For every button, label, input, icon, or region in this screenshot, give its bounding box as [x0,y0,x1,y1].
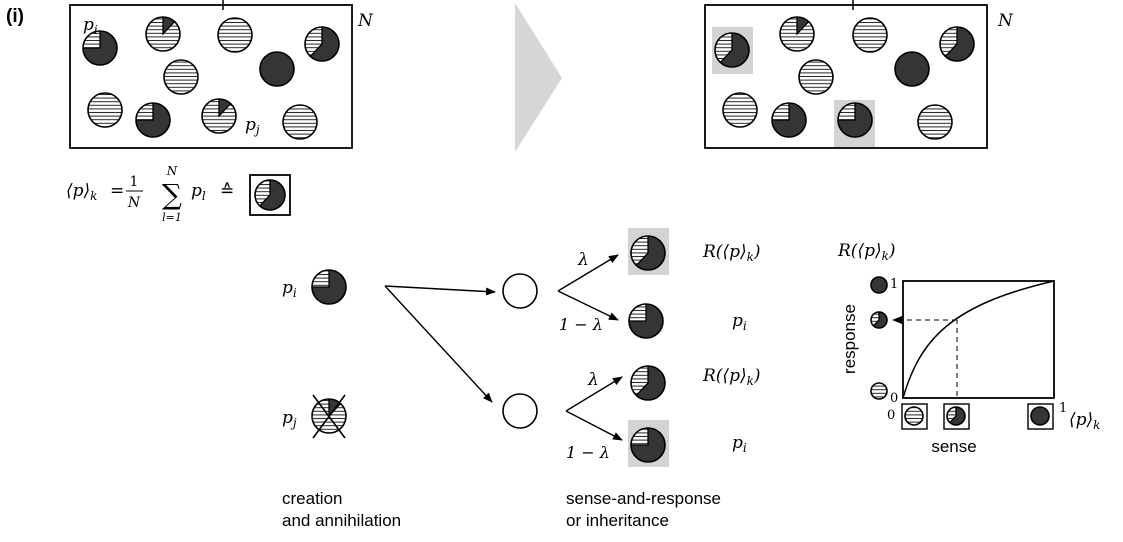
mean-cell-icon [254,179,286,211]
population-cell-after-6 [722,92,758,128]
population-cell-0 [82,30,118,66]
population-box-after: N [704,0,1014,149]
mean-cell [254,179,286,211]
branch-lambda-bottom [565,376,623,412]
label-pj: pj [245,115,260,137]
population-cell-after-8 [837,102,873,138]
one-minus-lambda-top: 1 − λ [559,315,603,334]
outcome-cell-top-inherit [628,303,664,339]
plot-marker-cells [870,276,1050,426]
cell-pi [311,269,347,305]
y-tick-low: 0 [890,391,898,406]
outcome-cells [628,235,666,463]
x-marker-partial [946,406,966,426]
cell-group-after [714,16,975,140]
outcome-response-bottom: R(⟨p⟩k) [702,366,761,388]
mean-cell-box [249,174,291,216]
panel-label: (i) [6,6,24,27]
population-size-label-after: N [997,11,1014,31]
svg-text:1: 1 [130,174,139,190]
outcome-cell-bottom-inherit [630,427,666,463]
svg-text:N: N [166,164,178,178]
label-pi: pi [83,15,98,37]
population-cell-after-9 [917,104,953,140]
population-cell-after-3 [939,26,975,62]
x-variable-label: ⟨p⟩k [1069,410,1100,432]
arrow-to-empty-top [384,285,496,296]
population-cell-after-2 [852,17,888,53]
plot-xlabel: sense [931,437,976,456]
x-tick-box-partial [943,403,970,430]
plot-frame [902,280,1055,399]
caption-creation-line1: creation [282,489,342,508]
svg-text:≙: ≙ [220,181,234,201]
outcome-pi-bottom: pi [732,433,747,455]
x-tick-box-full [1027,403,1054,430]
caption-sense-line2: or inheritance [566,511,669,530]
process-diagram: pi pj λ 1 − λ λ 1 − λ R(⟨p⟩k) pi R(⟨p⟩k)… [282,228,761,467]
x-tick-high: 1 [1059,401,1067,416]
lambda-bottom: λ [587,370,599,390]
svg-text:N: N [127,195,141,211]
branch-oneminus-top [557,290,619,321]
svg-text:⟨p⟩k: ⟨p⟩k [66,181,97,203]
x-marker-empty [904,406,924,426]
branch-lambda-top [557,254,619,292]
y-marker-full [870,276,888,294]
outcome-response-top: R(⟨p⟩k) [702,242,761,264]
transition-arrow-shape [515,3,562,152]
plot-title: R(⟨p⟩k) [837,241,896,263]
population-cell-after-7 [771,102,807,138]
x-tick-low: 0 [887,408,895,423]
cell-pi-icon [311,269,347,305]
population-size-label: N [357,11,374,31]
caption-creation-line2: and annihilation [282,511,401,530]
mean-formula: ⟨p⟩k = 1 N N ∑ l=1 pl ≙ [66,164,291,224]
population-cell-9 [282,104,318,140]
x-marker-full [1030,406,1050,426]
population-cell-after-1 [779,16,815,52]
outcome-pi-top: pi [732,311,747,333]
population-cell-after-0 [714,32,750,68]
plot-ylabel: response [840,304,859,374]
process-pj: pj [282,408,297,430]
y-tick-high: 1 [890,277,898,292]
response-curve [902,280,1055,399]
svg-text:∑: ∑ [162,178,182,211]
response-plot: R(⟨p⟩k) response sense 1 0 0 1 ⟨p⟩k [837,241,1100,456]
arrow-to-empty-bottom [384,285,493,403]
y-marker-partial [870,311,888,329]
x-tick-box-empty [901,403,928,430]
population-cell-3 [304,26,340,62]
population-cell-1 [145,16,181,52]
one-minus-lambda-bottom: 1 − λ [566,443,610,462]
population-cell-after-4 [798,59,834,95]
population-cell-after-5 [894,51,930,87]
svg-text:pl: pl [191,181,206,203]
y-marker-empty [870,382,888,400]
branch-oneminus-bottom [565,410,623,441]
population-box-before: pi pj N [69,0,374,149]
svg-text:l=1: l=1 [162,211,182,224]
lambda-top: λ [577,250,589,270]
svg-text:=: = [110,181,124,201]
population-cell-7 [135,102,171,138]
empty-cell-top [502,273,538,309]
process-pi: pi [282,278,297,300]
population-cell-4 [163,59,199,95]
cell-group-before [82,16,340,140]
population-cell-6 [87,92,123,128]
population-cell-2 [217,17,253,53]
outcome-cell-top-response [630,235,666,271]
population-cell-5 [259,51,295,87]
outcome-cell-bottom-response [630,365,666,401]
population-cell-8 [201,98,237,134]
empty-cell-bottom [502,393,538,429]
caption-sense-line1: sense-and-response [566,489,721,508]
